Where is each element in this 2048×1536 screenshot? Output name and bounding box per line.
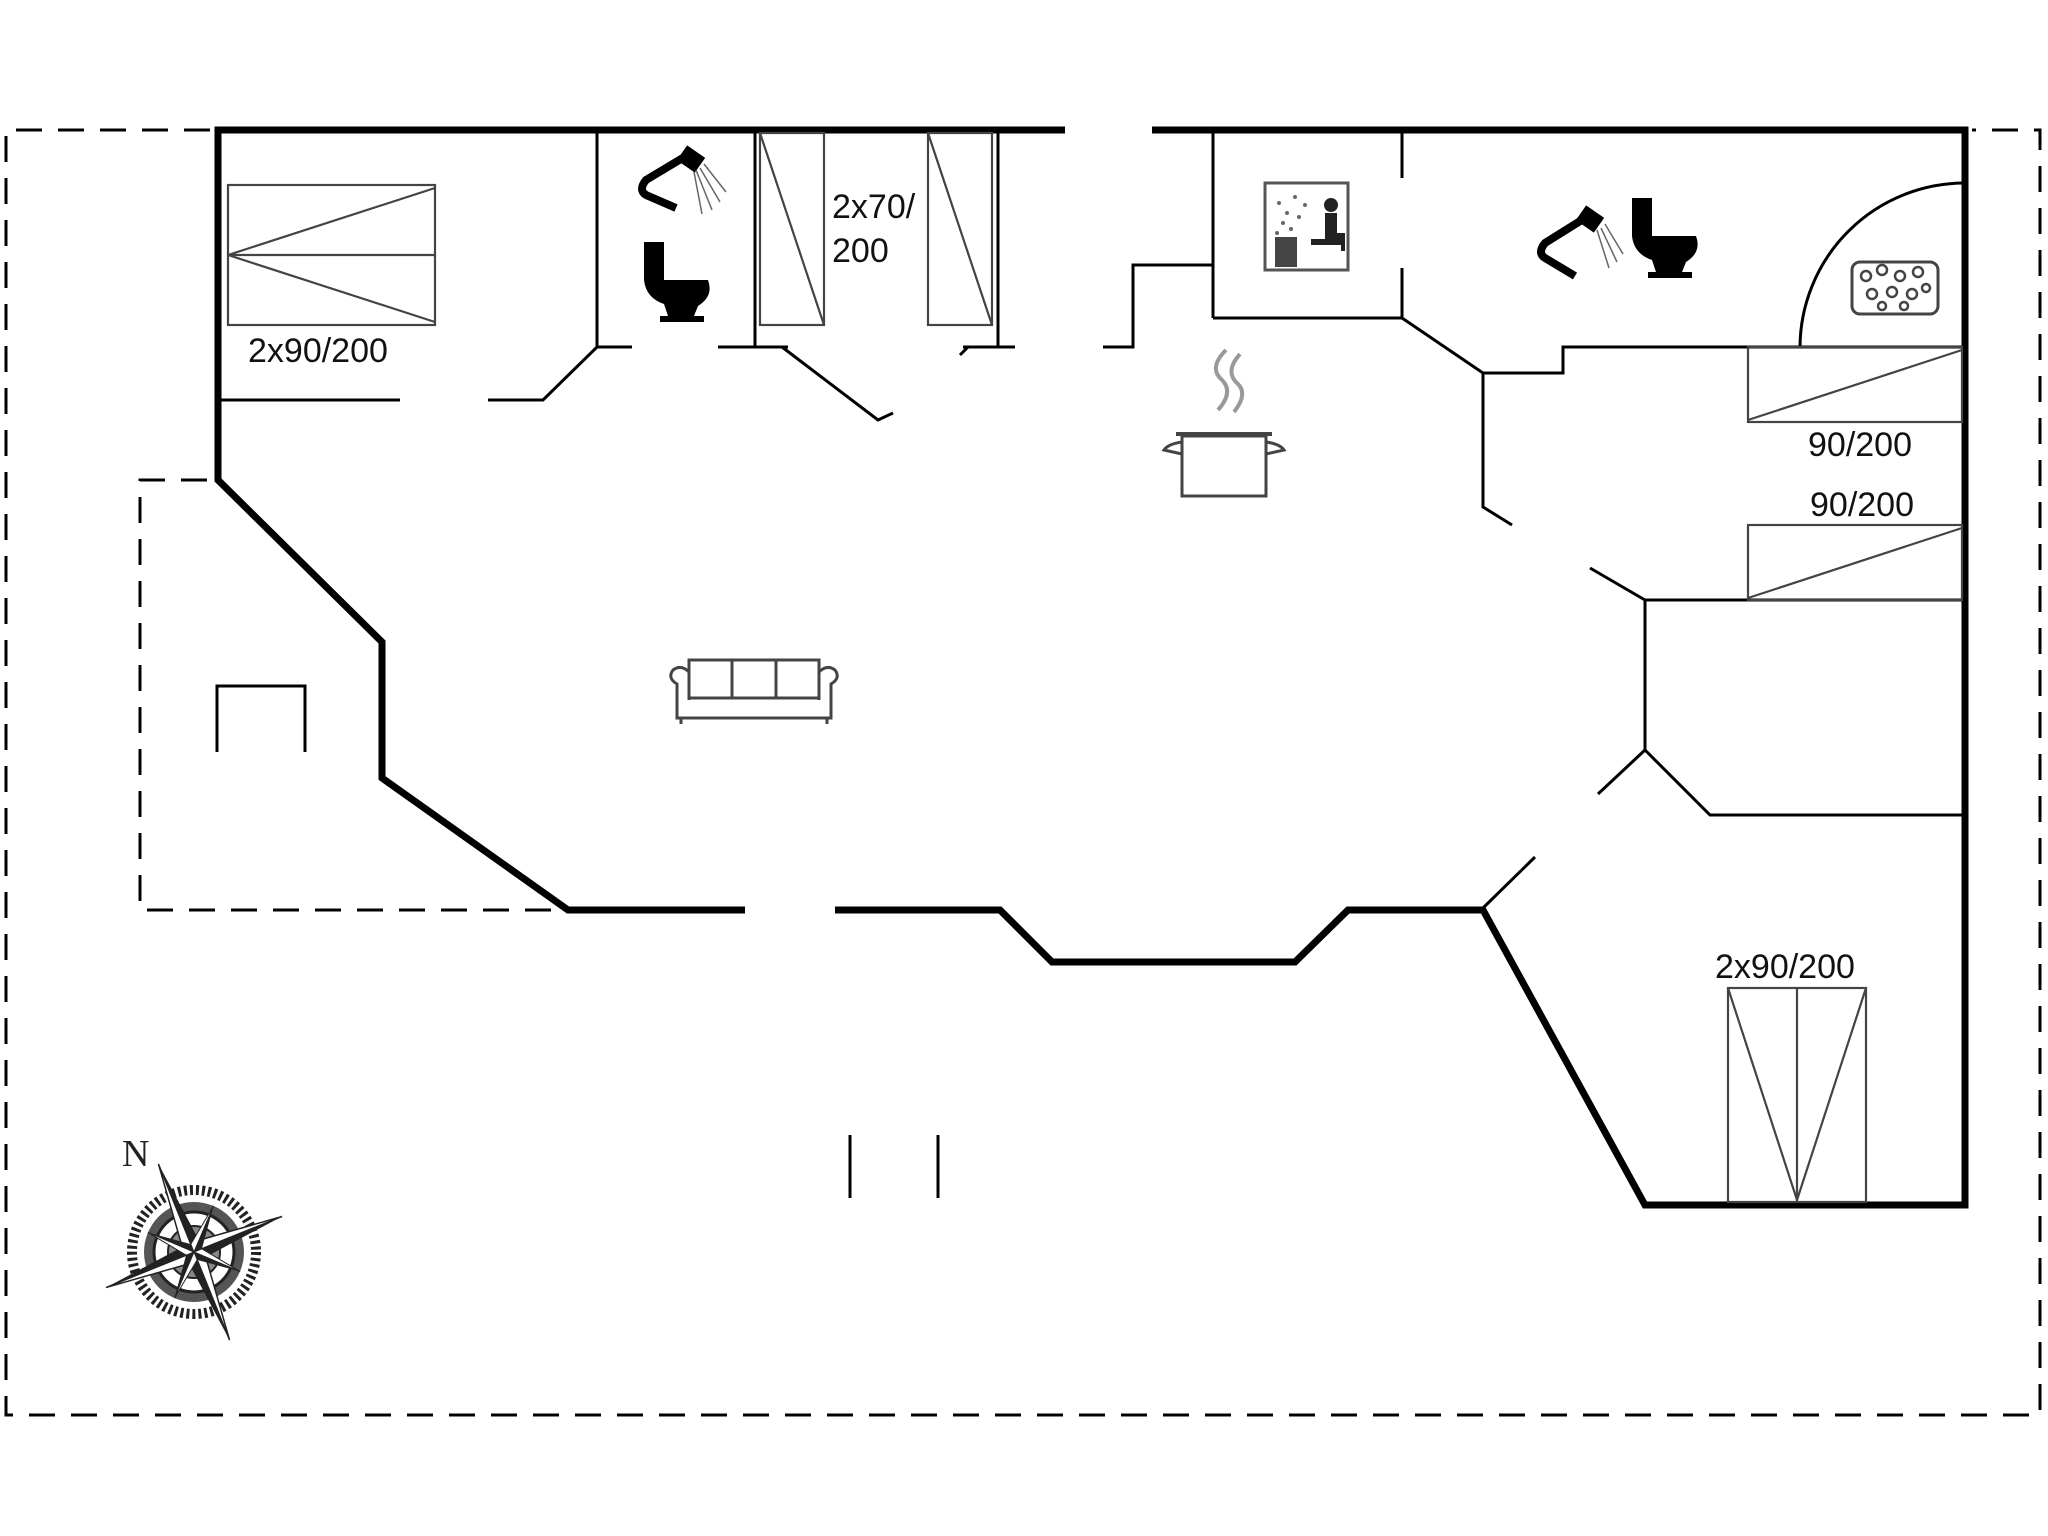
- compass-north-label: N: [122, 1133, 149, 1175]
- interior-walls: [218, 130, 1965, 1198]
- sauna-icon: [1263, 181, 1350, 272]
- bed-label-top-middle-1: 2x70/: [832, 188, 916, 226]
- whirlpool-icon: [1850, 260, 1940, 316]
- terrace-outline: [138, 478, 565, 912]
- bed-label-top-middle-2: 200: [832, 232, 889, 270]
- shower-icon: [638, 145, 727, 215]
- sofa-icon: [669, 658, 839, 724]
- kitchen-pot-icon: [1161, 348, 1287, 498]
- outer-walls: [214, 126, 1969, 1209]
- toilet-icon-right: [1632, 198, 1698, 278]
- bed-right-lower: [1746, 523, 1964, 602]
- bed-label-right-upper: 90/200: [1808, 426, 1912, 464]
- whirlpool-arc: [1798, 181, 1966, 348]
- bed-top-left: [226, 183, 437, 327]
- compass-rose-icon: [105, 1163, 283, 1341]
- shower-icon-right: [1537, 205, 1624, 280]
- plot-boundary: [4, 128, 2042, 1417]
- bed-label-top-left: 2x90/200: [248, 332, 388, 370]
- bed-bottom-right: [1726, 986, 1868, 1204]
- terrace-bench: [215, 684, 307, 752]
- bed-label-bottom-right: 2x90/200: [1715, 948, 1855, 986]
- bed-top-middle: [758, 131, 994, 327]
- toilet-icon: [644, 242, 710, 322]
- bed-label-right-lower: 90/200: [1810, 486, 1914, 524]
- bed-right-upper: [1746, 345, 1964, 424]
